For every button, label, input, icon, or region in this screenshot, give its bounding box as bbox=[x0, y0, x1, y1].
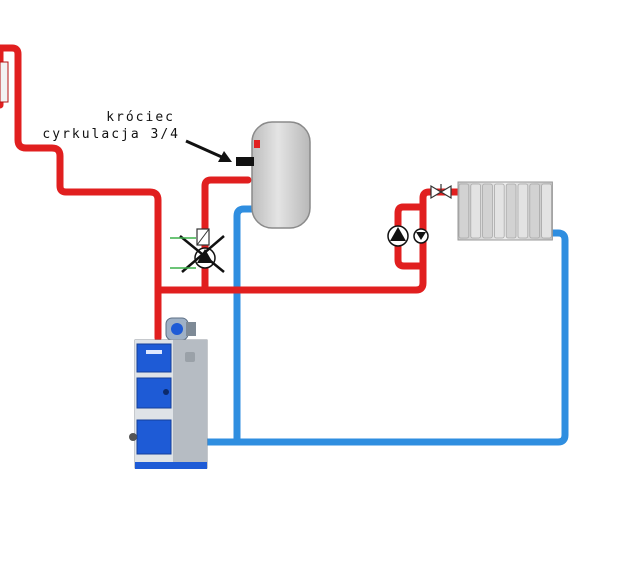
radiator-fin bbox=[505, 183, 517, 239]
crossed-out-pump-icon bbox=[170, 228, 225, 273]
radiator-fin bbox=[493, 183, 505, 239]
cold-return-pipes bbox=[201, 205, 569, 446]
main-cold-return-pipe bbox=[201, 229, 569, 446]
radiator-feed-pipe bbox=[419, 188, 464, 224]
tank-cold-return-pipe bbox=[233, 205, 272, 446]
tank-feed-pipe bbox=[201, 176, 252, 294]
main-hot-pipe bbox=[154, 216, 427, 294]
annotation-line-1: króciec bbox=[106, 110, 175, 125]
arrow-icon bbox=[185, 139, 232, 162]
radiator-fin bbox=[541, 183, 552, 239]
circulation-port bbox=[236, 157, 254, 166]
storage-tank bbox=[236, 121, 311, 229]
wall-stub bbox=[0, 61, 9, 103]
hot-supply-pipes bbox=[0, 44, 464, 342]
solid-fuel-boiler bbox=[129, 317, 208, 469]
annotation-line-2: cyrkulacja 3/4 bbox=[42, 127, 180, 142]
riser-pipe bbox=[0, 44, 162, 342]
radiator-fin bbox=[482, 183, 493, 239]
radiator-fin bbox=[470, 183, 481, 239]
radiator-fin bbox=[517, 183, 529, 239]
boiler-lower-door bbox=[136, 419, 172, 455]
radiator bbox=[457, 181, 553, 241]
pump-icon bbox=[387, 225, 409, 247]
boiler-control-panel bbox=[136, 343, 172, 373]
gate-valve-icon bbox=[430, 184, 452, 200]
check-valve-icon bbox=[413, 228, 429, 244]
radiator-fin bbox=[458, 183, 470, 239]
radiator-fin bbox=[529, 183, 540, 239]
